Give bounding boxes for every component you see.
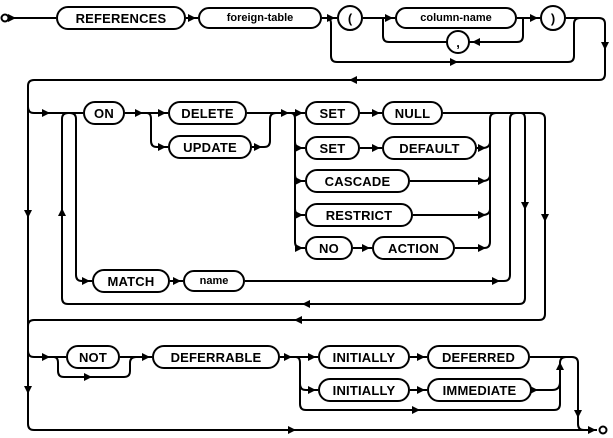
- node-set-null: SET: [305, 101, 360, 125]
- node-update: UPDATE: [168, 135, 252, 159]
- node-open-paren: (: [337, 5, 363, 31]
- node-set-default: SET: [305, 136, 360, 160]
- node-deferrable: DEFERRABLE: [152, 345, 280, 369]
- node-references: REFERENCES: [56, 6, 186, 30]
- node-foreign-table: foreign-table: [198, 7, 322, 29]
- node-no: NO: [305, 236, 353, 260]
- node-column-name: column-name: [395, 7, 517, 29]
- node-delete: DELETE: [168, 101, 247, 125]
- start-terminal-icon: [0, 13, 10, 23]
- node-default: DEFAULT: [382, 136, 477, 160]
- node-on: ON: [83, 101, 125, 125]
- end-terminal-icon: [598, 425, 608, 435]
- node-comma: ,: [446, 30, 470, 54]
- node-null: NULL: [382, 101, 443, 125]
- node-deferred: DEFERRED: [427, 345, 530, 369]
- node-action: ACTION: [372, 236, 455, 260]
- node-restrict: RESTRICT: [305, 203, 413, 227]
- node-initially-immediate: INITIALLY: [318, 378, 410, 402]
- node-match: MATCH: [92, 269, 170, 293]
- node-cascade: CASCADE: [305, 169, 410, 193]
- node-close-paren: ): [540, 5, 566, 31]
- node-name: name: [183, 270, 245, 292]
- node-initially-deferred: INITIALLY: [318, 345, 410, 369]
- node-not: NOT: [66, 345, 120, 369]
- node-immediate: IMMEDIATE: [427, 378, 532, 402]
